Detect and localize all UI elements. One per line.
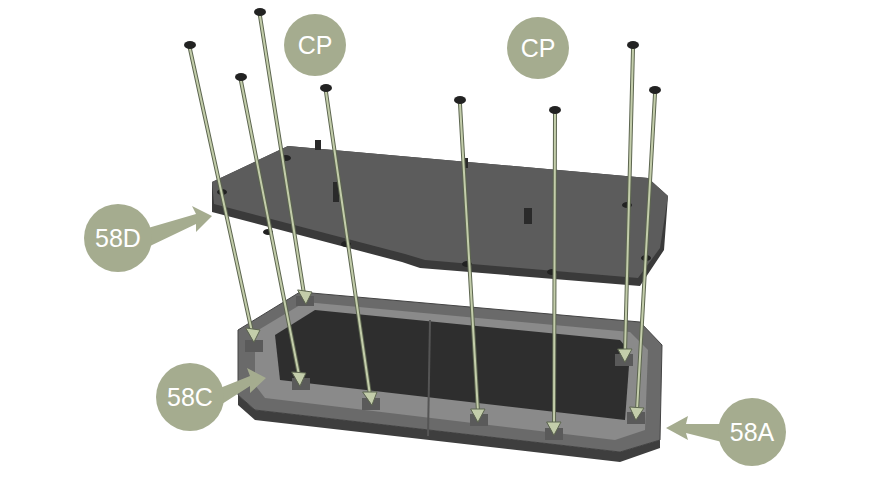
callout-circle: 58A [718, 398, 786, 466]
screws [184, 8, 661, 435]
callout-number: 58D [95, 224, 141, 253]
tray [238, 292, 662, 462]
callout-number: CP [298, 31, 333, 60]
callout-circle: CP [507, 17, 569, 79]
callout-circle: CP [284, 14, 346, 76]
plate [212, 140, 668, 286]
callout-number: 58A [730, 418, 774, 447]
callout-number: 58C [167, 383, 213, 412]
callout-number: CP [521, 34, 556, 63]
callout-circle: 58C [156, 363, 224, 431]
callout-circle: 58D [84, 204, 152, 272]
callout-pointers [148, 206, 722, 442]
